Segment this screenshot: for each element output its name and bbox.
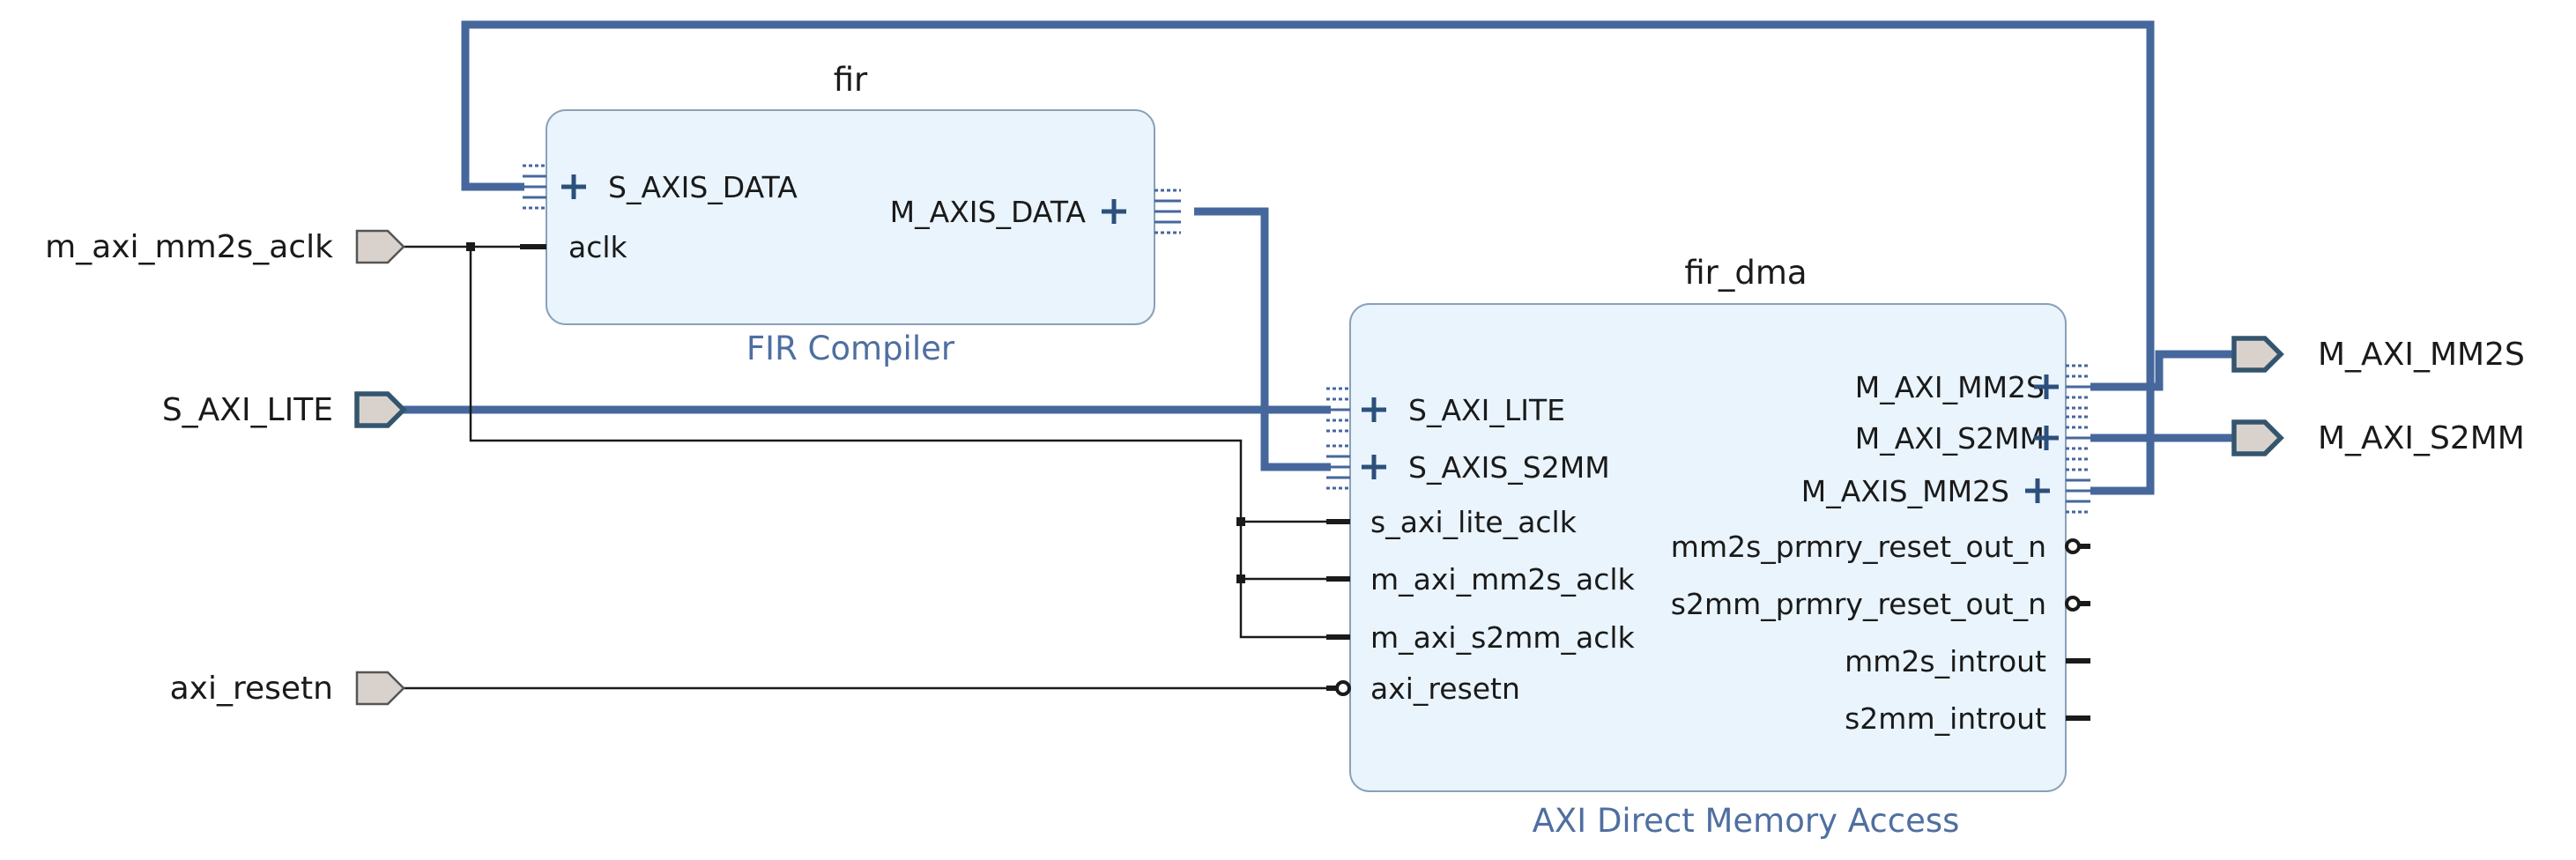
expand-plus-icon[interactable] [2034, 374, 2059, 399]
dma-port-m-axis-mm2s[interactable]: M_AXIS_MM2S [1801, 468, 2090, 514]
bus-net-m-axi-mm2s[interactable] [2090, 350, 2234, 391]
dma-port-s2mm-prmry-reset-out-n[interactable]: s2mm_prmry_reset_out_n [1671, 587, 2090, 621]
bus-net-fir-to-s2mm[interactable] [1194, 207, 1331, 471]
port-label: S_AXIS_DATA [608, 170, 798, 204]
port-label: axi_resetn [1370, 671, 1520, 706]
junction-dot [1236, 517, 1245, 526]
port-label: M_AXI_S2MM [1855, 421, 2045, 456]
output-bus-port-icon [2231, 336, 2284, 373]
fir-port-m-axis-data[interactable]: M_AXIS_DATA [890, 189, 1181, 234]
bus-interface-icon [2066, 364, 2090, 410]
dma-port-mm2s-prmry-reset-out-n[interactable]: mm2s_prmry_reset_out_n [1671, 530, 2090, 564]
output-bus-port-icon [2231, 419, 2284, 456]
active-low-bubble-icon [2065, 538, 2081, 554]
fir-block-body[interactable] [546, 109, 1155, 325]
port-label: m_axi_s2mm_aclk [1370, 620, 1636, 655]
input-bus-port-icon [354, 391, 407, 428]
fir-dma-block[interactable]: fir_dma AXI Direct Memory Access S_AXI_L… [1326, 254, 2090, 840]
expand-plus-icon[interactable] [2025, 478, 2050, 503]
fir-block[interactable]: fir FIR Compiler S_AXIS_DATA aclk [520, 61, 1181, 367]
bus-interface-icon [1326, 444, 1350, 490]
dma-port-mm2s-introut[interactable]: mm2s_introut [1845, 644, 2090, 678]
port-label: s2mm_prmry_reset_out_n [1671, 587, 2046, 621]
active-low-bubble-icon [1335, 680, 1351, 696]
bus-interface-icon [523, 164, 546, 210]
port-label: axi_resetn [170, 671, 333, 707]
expand-plus-icon[interactable] [1362, 397, 1386, 422]
external-port-m-axi-s2mm[interactable]: M_AXI_S2MM [2231, 419, 2525, 456]
instance-name: fir [834, 61, 868, 99]
bus-interface-icon [2066, 415, 2090, 461]
wire-clock-branch[interactable] [469, 247, 1329, 639]
port-label: M_AXI_S2MM [2318, 420, 2525, 456]
dma-port-m-axi-mm2s[interactable]: M_AXI_MM2S [1855, 364, 2090, 410]
expand-plus-icon[interactable] [561, 174, 586, 199]
external-port-s-axi-lite[interactable]: S_AXI_LITE [162, 391, 407, 428]
port-label: S_AXI_LITE [1408, 393, 1565, 427]
expand-plus-icon[interactable] [1362, 455, 1386, 479]
bus-interface-icon [2066, 468, 2090, 514]
input-port-icon [355, 229, 405, 264]
ip-name: AXI Direct Memory Access [1533, 802, 1960, 840]
port-label: S_AXI_LITE [162, 392, 333, 428]
port-label: aclk [568, 230, 628, 264]
dma-port-m-axi-s2mm[interactable]: M_AXI_S2MM [1855, 415, 2090, 461]
port-label: s_axi_lite_aclk [1370, 505, 1578, 539]
port-label: S_AXIS_S2MM [1408, 450, 1610, 485]
junction-dot [1236, 575, 1245, 583]
fir-port-aclk[interactable]: aclk [520, 230, 628, 264]
port-label: M_AXI_MM2S [2318, 337, 2525, 373]
expand-plus-icon[interactable] [1102, 199, 1126, 224]
expand-plus-icon[interactable] [2034, 426, 2059, 450]
junction-dot [466, 242, 475, 251]
dma-port-axi-resetn[interactable]: axi_resetn [1326, 671, 1520, 706]
external-port-axi-resetn[interactable]: axi_resetn [170, 671, 405, 707]
port-label: mm2s_introut [1845, 644, 2046, 678]
dma-port-s-axi-lite-aclk[interactable]: s_axi_lite_aclk [1326, 505, 1578, 539]
dma-port-s2mm-introut[interactable]: s2mm_introut [1845, 701, 2090, 736]
active-low-bubble-icon [2065, 596, 2081, 612]
dma-port-m-axi-s2mm-aclk[interactable]: m_axi_s2mm_aclk [1326, 620, 1636, 655]
dma-port-s-axis-s2mm[interactable]: S_AXIS_S2MM [1326, 444, 1610, 490]
port-label: M_AXIS_DATA [890, 195, 1087, 229]
fir-port-s-axis-data[interactable]: S_AXIS_DATA [523, 164, 798, 210]
external-port-m-axi-mm2s[interactable]: M_AXI_MM2S [2231, 336, 2525, 373]
port-label: m_axi_mm2s_aclk [1370, 562, 1636, 597]
port-label: M_AXIS_MM2S [1801, 474, 2009, 508]
bus-interface-icon [1326, 387, 1350, 433]
port-label: M_AXI_MM2S [1855, 370, 2045, 404]
dma-port-s-axi-lite[interactable]: S_AXI_LITE [1326, 387, 1565, 433]
instance-name: fir_dma [1684, 254, 1807, 292]
bus-interface-icon [1154, 189, 1181, 234]
external-port-m-axi-mm2s-aclk[interactable]: m_axi_mm2s_aclk [45, 229, 405, 265]
input-port-icon [355, 671, 405, 706]
port-label: mm2s_prmry_reset_out_n [1671, 530, 2046, 564]
ip-name: FIR Compiler [746, 330, 955, 367]
dma-port-m-axi-mm2s-aclk[interactable]: m_axi_mm2s_aclk [1326, 562, 1636, 597]
port-label: m_axi_mm2s_aclk [45, 229, 333, 265]
port-label: s2mm_introut [1845, 701, 2046, 736]
bus-net-mm2s-stream[interactable] [461, 20, 2155, 495]
